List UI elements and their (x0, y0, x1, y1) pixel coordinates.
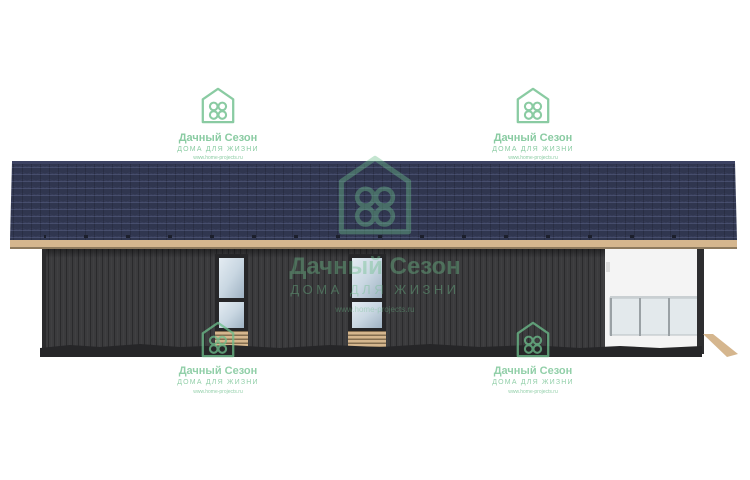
roof-ridge (12, 161, 735, 164)
railing-top-rail (610, 296, 698, 298)
watermark-brand: Дачный Сезон (494, 132, 573, 144)
window-vent-grille (215, 331, 248, 347)
railing-post (668, 297, 670, 336)
house-flower-logo-icon (201, 87, 235, 124)
snow-guards (44, 234, 704, 238)
watermark-url: www.home-projects.ru (508, 389, 558, 395)
gutter (10, 247, 737, 249)
window-vent-grille (348, 331, 386, 347)
terrace-post (697, 248, 704, 354)
watermark-tagline: ДОМА ДЛЯ ЖИЗНИ (492, 146, 574, 153)
watermark-top-left: Дачный Сезон ДОМА ДЛЯ ЖИЗНИ www.home-pro… (177, 87, 259, 161)
drainpipe (42, 244, 46, 354)
watermark-tagline: ДОМА ДЛЯ ЖИЗНИ (290, 282, 459, 297)
window-left (215, 254, 248, 347)
watermark-bottom-right: Дачный Сезон ДОМА ДЛЯ ЖИЗНИ www.home-pro… (492, 321, 574, 395)
watermark-url: www.home-projects.ru (508, 155, 558, 161)
wall-siding (45, 248, 605, 352)
watermark-tagline: ДОМА ДЛЯ ЖИЗНИ (492, 379, 574, 386)
watermark-brand: Дачный Сезон (494, 365, 573, 377)
window-glass-top (352, 258, 382, 298)
watermark-top-right: Дачный Сезон ДОМА ДЛЯ ЖИЗНИ www.home-pro… (492, 87, 574, 161)
eave-shadow (45, 248, 605, 258)
watermark-brand: Дачный Сезон (289, 253, 460, 280)
watermark-brand: Дачный Сезон (179, 132, 258, 144)
terrace-step (703, 334, 738, 357)
watermark-bottom-left: Дачный Сезон ДОМА ДЛЯ ЖИЗНИ www.home-pro… (177, 321, 259, 395)
watermark-url: www.home-projects.ru (334, 305, 414, 314)
terrace-glass-railing (609, 296, 699, 336)
watermark-brand: Дачный Сезон (179, 365, 258, 377)
watermark-url: www.home-projects.ru (193, 389, 243, 395)
window-glass-bottom (352, 302, 382, 328)
wall-light-fixture (606, 262, 610, 272)
roof-fascia (10, 240, 737, 248)
watermark-tagline: ДОМА ДЛЯ ЖИЗНИ (177, 379, 259, 386)
watermark-center: Дачный Сезон ДОМА ДЛЯ ЖИЗНИ www.home-pro… (289, 158, 461, 314)
window-center (348, 254, 386, 347)
window-glass-bottom (219, 302, 244, 328)
railing-glass (609, 297, 699, 336)
window-glass-top (219, 258, 244, 298)
watermark-tagline: ДОМА ДЛЯ ЖИЗНИ (177, 146, 259, 153)
house-flower-logo-icon (516, 87, 550, 124)
watermark-url: www.home-projects.ru (193, 155, 243, 161)
railing-post (639, 297, 641, 336)
railing-post (610, 297, 612, 336)
